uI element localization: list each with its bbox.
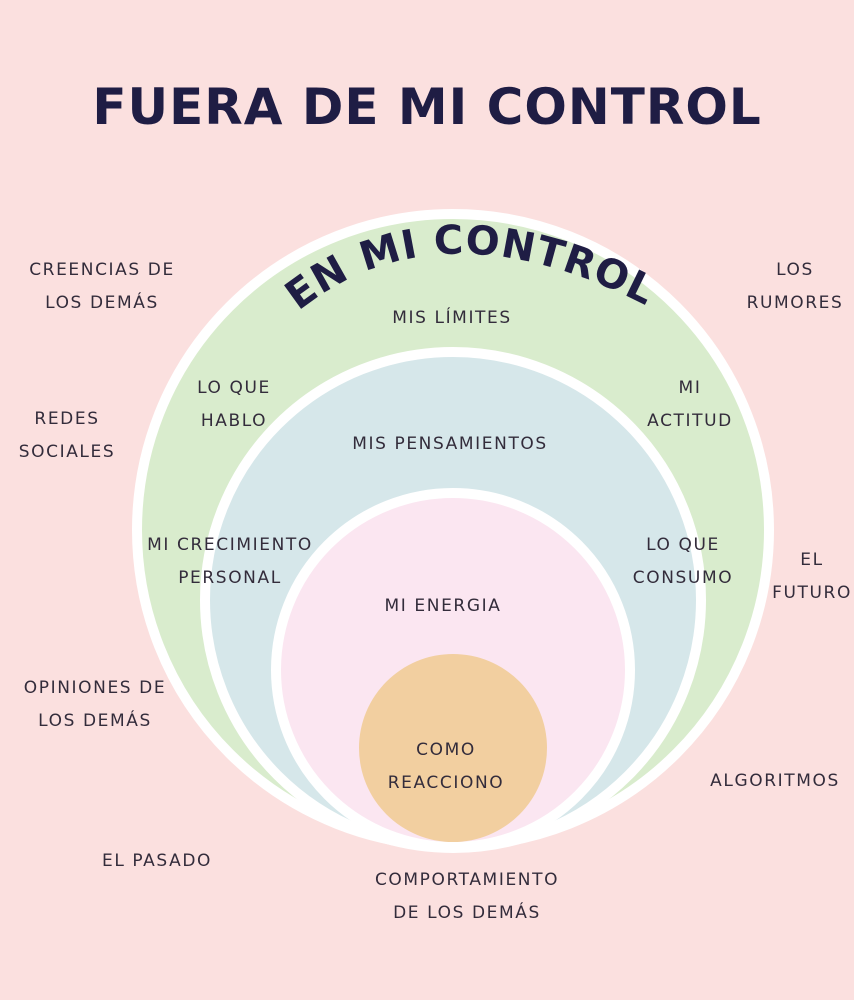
label-line: DE LOS DEMÁS <box>393 903 541 923</box>
label-lo-que-consumo: LO QUE CONSUMO <box>633 529 733 595</box>
label-line: ALGORITMOS <box>710 771 840 791</box>
label-line: LOS DEMÁS <box>45 293 159 313</box>
label-line: EL PASADO <box>101 851 213 871</box>
label-line: ACTITUD <box>647 411 733 431</box>
label-line: EL <box>800 550 824 570</box>
label-line: LO QUE <box>197 378 271 398</box>
label-line: LOS <box>776 260 814 280</box>
label-los-rumores: LOS RUMORES <box>747 254 844 320</box>
outer-title: FUERA DE MI CONTROL <box>92 78 762 136</box>
label-line: COMO <box>416 740 476 760</box>
label-line: MIS LÍMITES <box>392 308 512 328</box>
label-el-pasado: EL PASADO <box>102 845 212 878</box>
label-line: RUMORES <box>746 293 844 313</box>
label-line: CREENCIAS DE <box>29 260 175 280</box>
core-circle <box>359 654 547 842</box>
label-line: REACCIONO <box>387 773 505 793</box>
label-redes-sociales: REDES SOCIALES <box>19 403 116 469</box>
label-line: REDES <box>34 409 100 429</box>
label-line: MI ENERGIA <box>384 596 502 616</box>
label-lo-que-hablo: LO QUE HABLO <box>197 372 271 438</box>
label-creencias-de-los-demas: CREENCIAS DE LOS DEMÁS <box>29 254 175 320</box>
label-line: MI <box>678 378 702 398</box>
label-mi-crecimiento-personal: MI CRECIMIENTO PERSONAL <box>147 529 313 595</box>
label-opiniones-de-los-demas: OPINIONES DE LOS DEMÁS <box>24 672 166 738</box>
label-mi-actitud: MI ACTITUD <box>647 372 733 438</box>
label-line: MIS PENSAMIENTOS <box>352 434 548 454</box>
label-line: CONSUMO <box>632 568 734 588</box>
label-como-reacciono: COMO REACCIONO <box>388 734 505 800</box>
label-comportamiento-de-los-demas: COMPORTAMIENTO DE LOS DEMÁS <box>375 864 559 930</box>
label-line: COMPORTAMIENTO <box>374 870 560 890</box>
label-line: LO QUE <box>646 535 720 555</box>
label-line: LOS DEMÁS <box>38 711 152 731</box>
label-line: FUTURO <box>772 583 852 603</box>
label-line: HABLO <box>200 411 268 431</box>
label-mi-energia: MI ENERGIA <box>385 590 502 623</box>
label-line: PERSONAL <box>178 568 282 588</box>
label-line: SOCIALES <box>18 442 116 462</box>
label-el-futuro: EL FUTURO <box>772 544 852 610</box>
label-mis-limites: MIS LÍMITES <box>392 302 512 335</box>
label-mis-pensamientos: MIS PENSAMIENTOS <box>352 428 548 461</box>
label-line: MI CRECIMIENTO <box>147 535 313 555</box>
label-algoritmos: ALGORITMOS <box>710 765 840 798</box>
label-line: OPINIONES DE <box>23 678 167 698</box>
